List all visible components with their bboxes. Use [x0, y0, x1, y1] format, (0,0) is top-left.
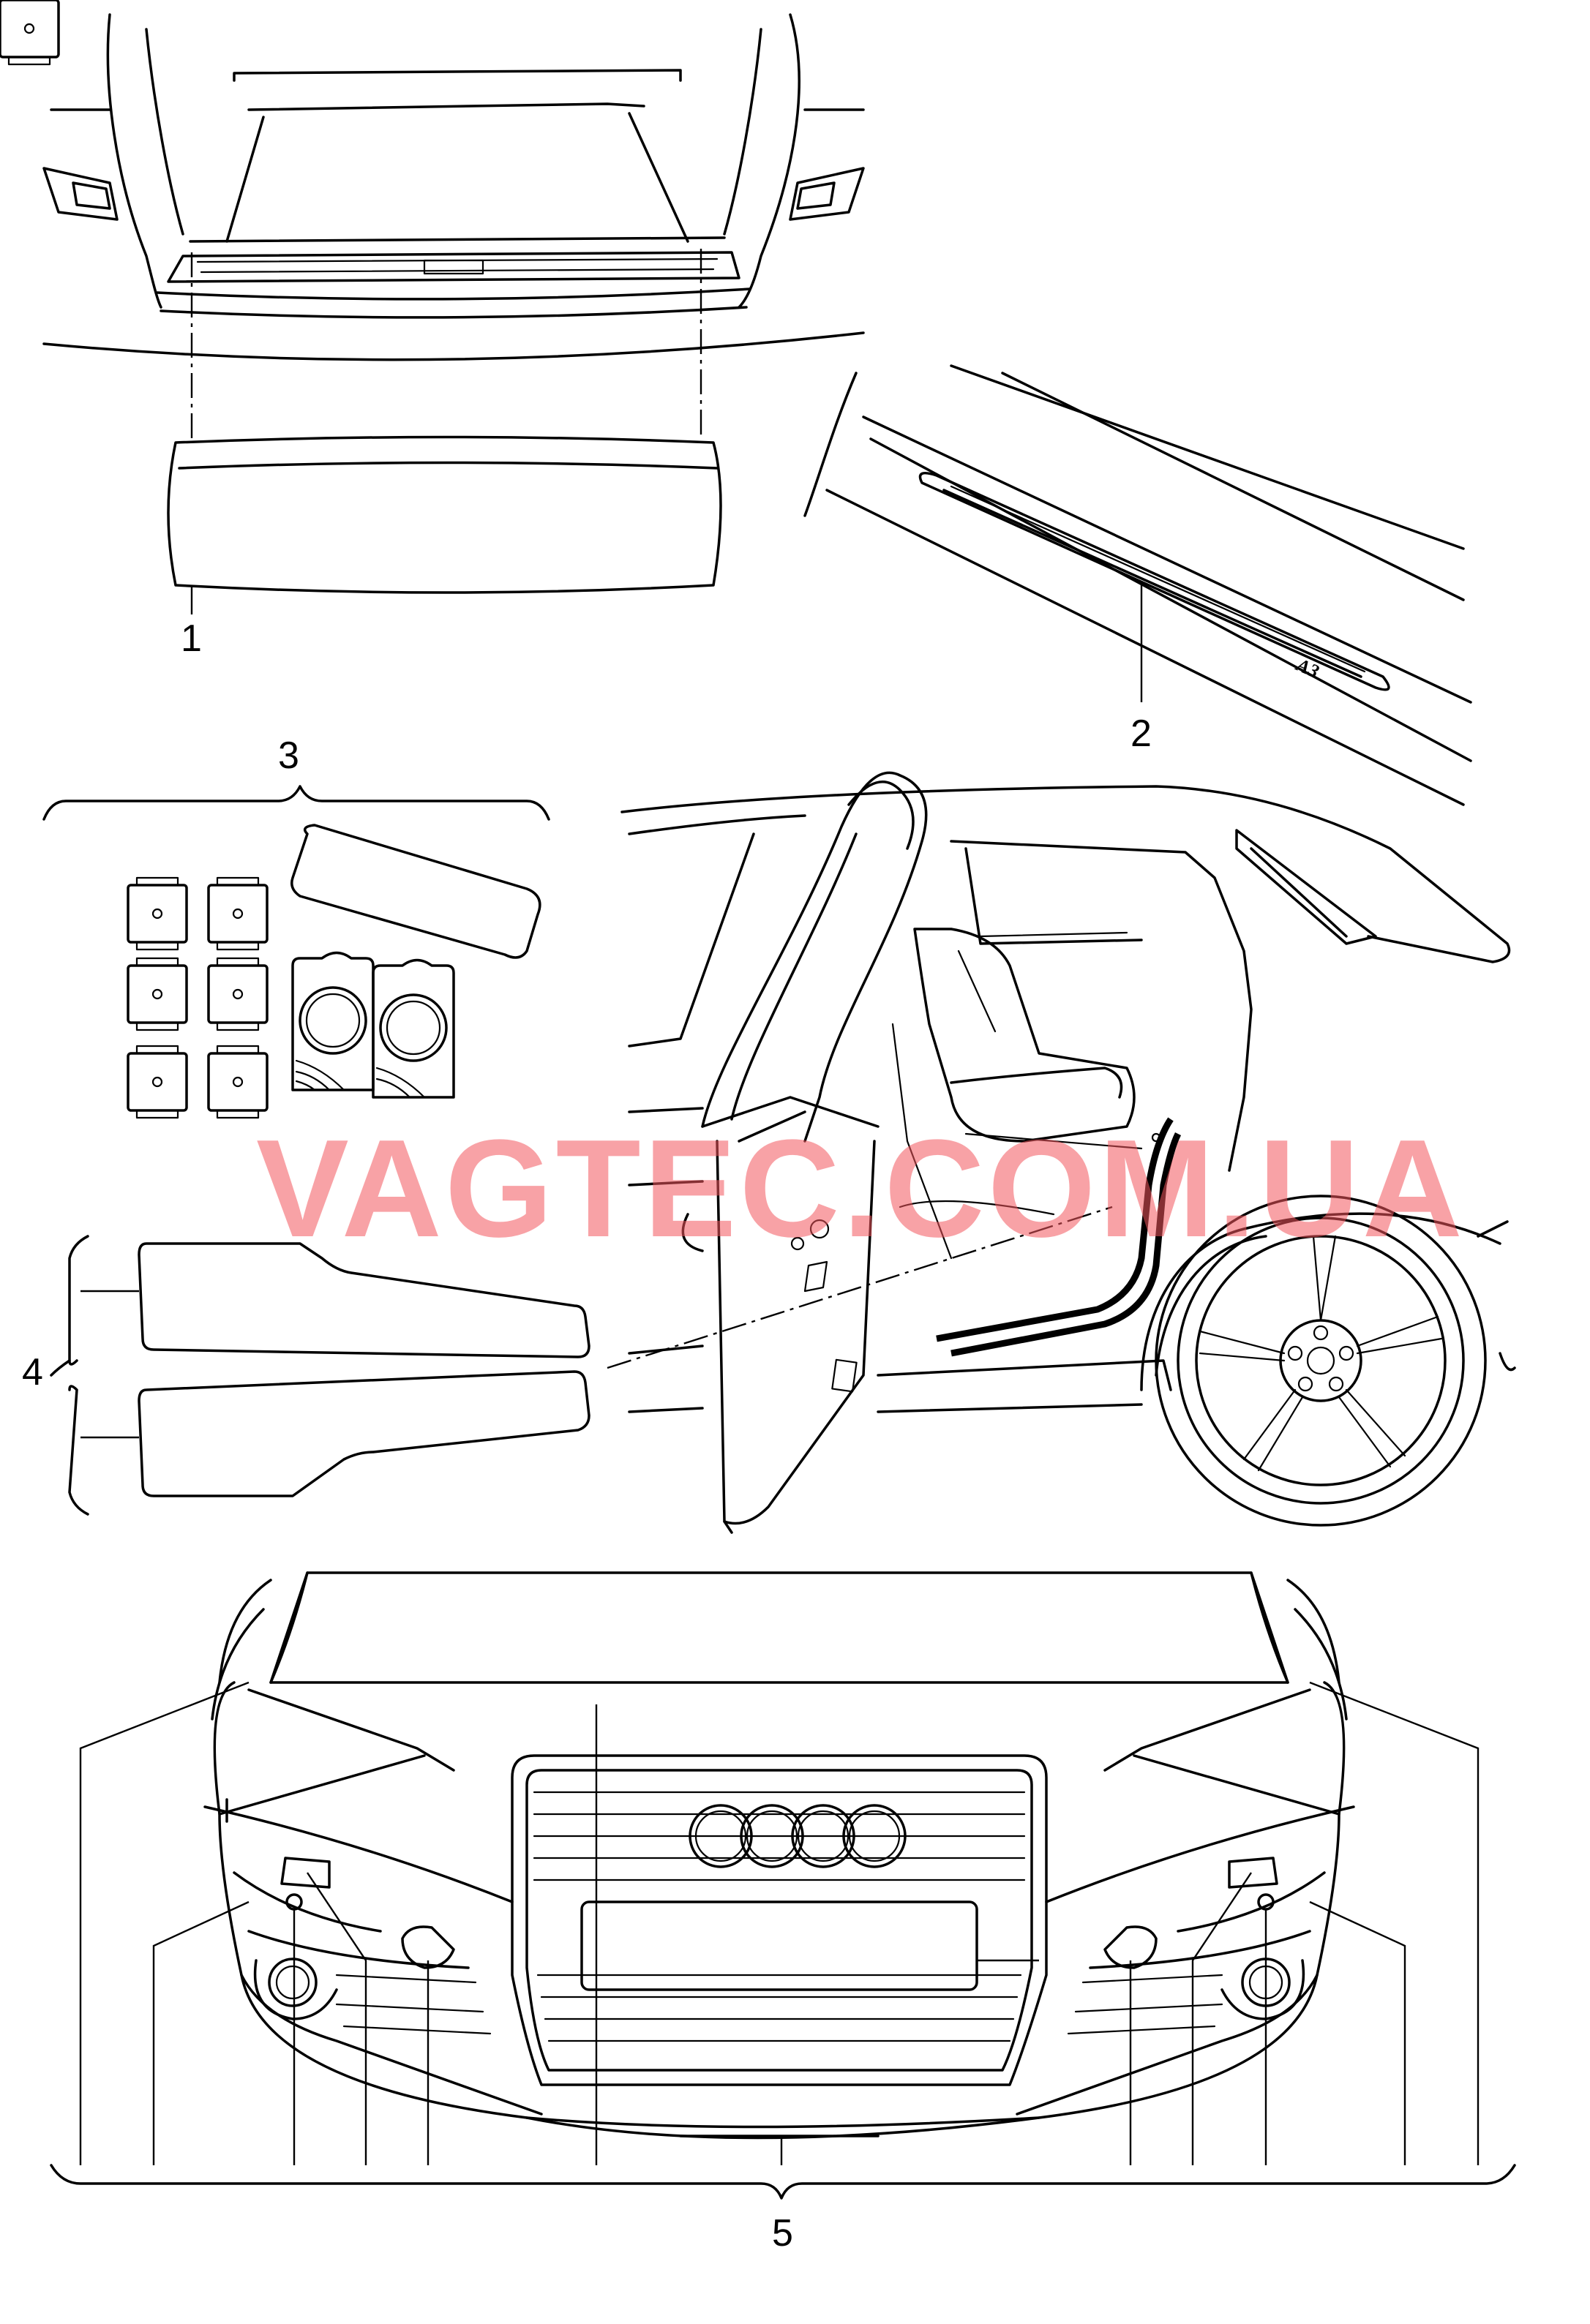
watermark-text: VAGTEC.COM.UA — [256, 1111, 1466, 1266]
callout-2: 2 — [1130, 712, 1152, 755]
adhesive-pad-cards — [291, 951, 455, 1099]
trunk-opening-illustration — [42, 13, 865, 439]
four-rings-logo — [689, 1804, 907, 1868]
protective-film-set-illustration — [0, 0, 550, 1119]
rear-wheel — [1155, 1195, 1487, 1527]
license-plate-area — [580, 1900, 978, 1991]
callout-3: 3 — [278, 734, 299, 777]
clip-array — [0, 0, 269, 1119]
rear-door-opening-illustration — [620, 771, 1516, 1534]
callout-4: 4 — [22, 1351, 43, 1394]
callout-1: 1 — [181, 617, 202, 660]
callout-5: 5 — [772, 2212, 793, 2255]
loading-sill-protection-film — [167, 435, 722, 614]
door-sill-trim-illustration: A3 — [803, 364, 1472, 806]
front-view-illustration — [50, 1571, 1516, 2200]
sill-protection-films-illustration — [50, 1206, 1113, 1516]
